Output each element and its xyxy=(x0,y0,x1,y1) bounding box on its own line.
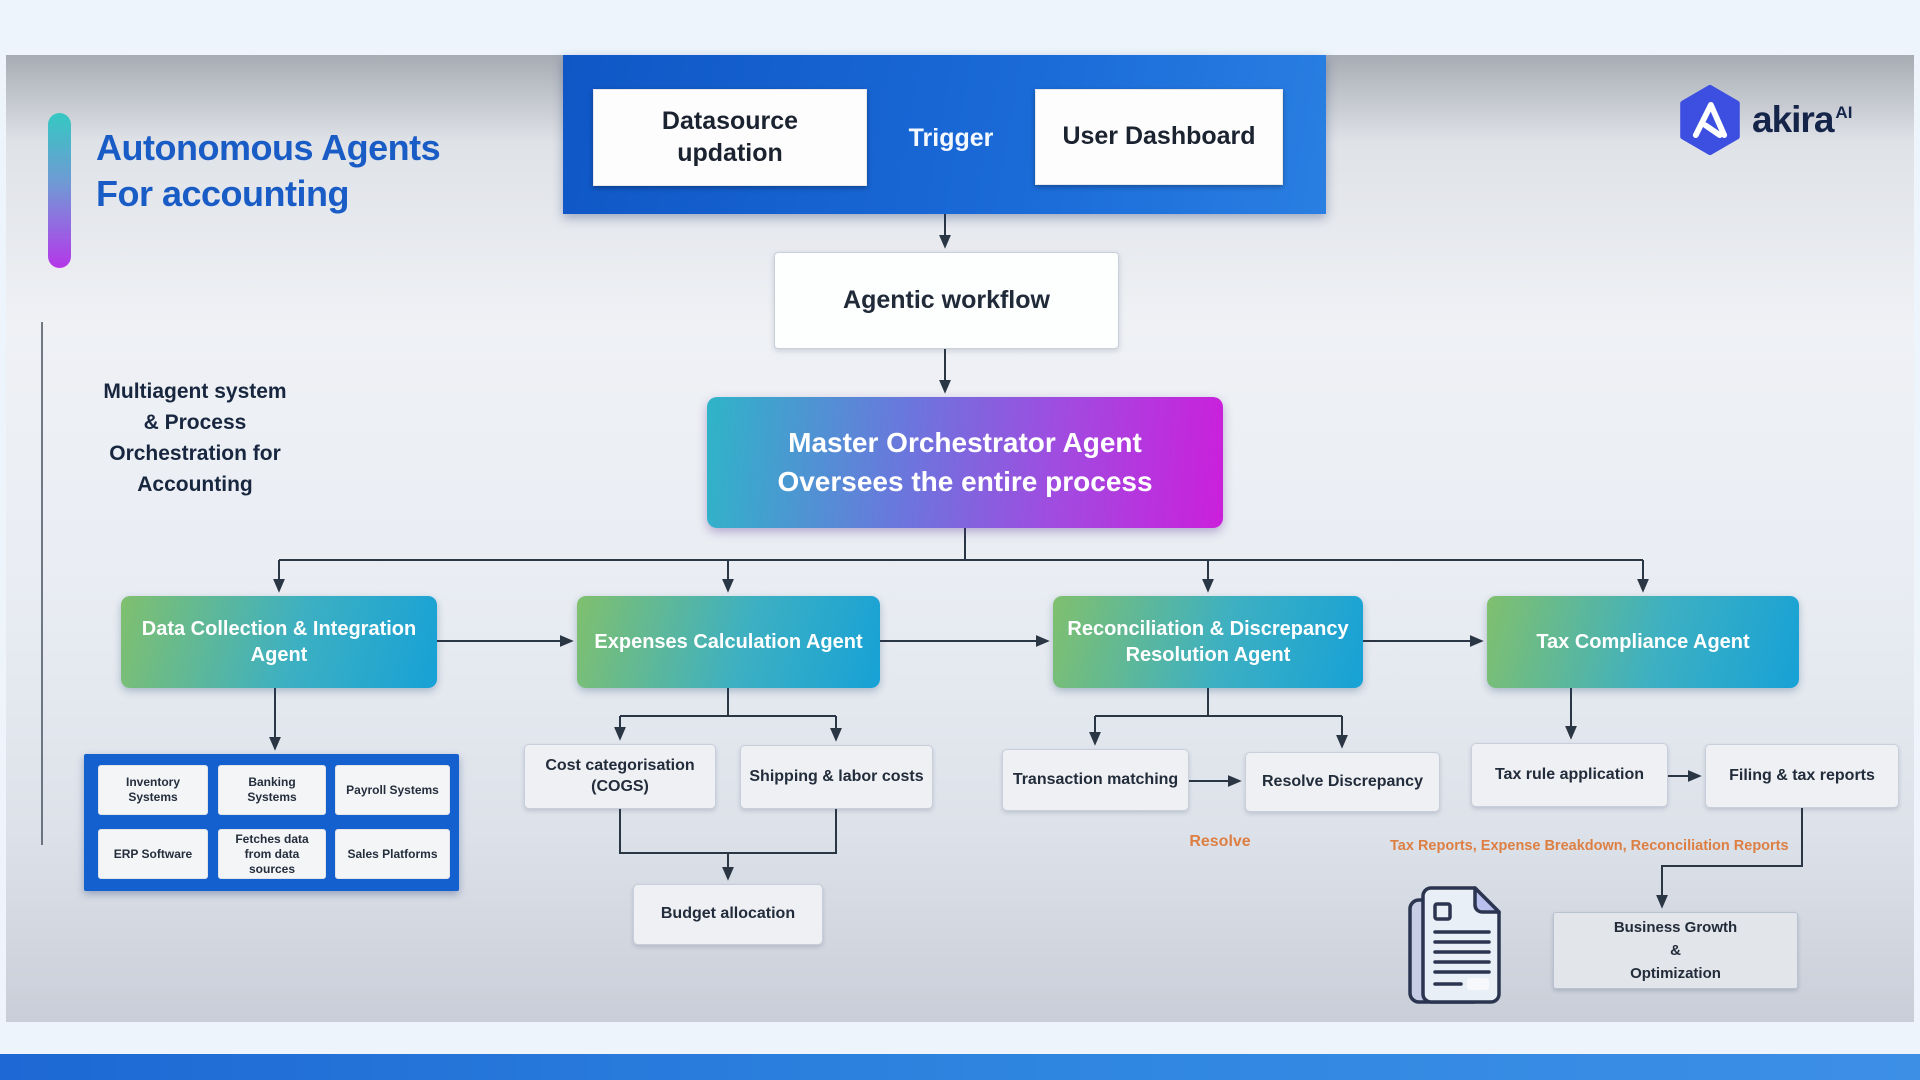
data-source-cell: Sales Platforms xyxy=(335,829,450,879)
brand-hexagon-icon xyxy=(1680,84,1740,156)
budget-allocation-box: Budget allocation xyxy=(633,884,823,945)
transaction-matching-box: Transaction matching xyxy=(1002,749,1189,811)
shipping-labor-box: Shipping & labor costs xyxy=(740,745,933,809)
agent-box-data-collection: Data Collection & Integration Agent xyxy=(121,596,437,688)
accent-bar xyxy=(48,113,71,268)
trigger-label: Trigger xyxy=(908,123,994,152)
page-title-line1: Autonomous Agents xyxy=(96,127,441,168)
tax-rule-box: Tax rule application xyxy=(1471,743,1668,807)
cost-categorisation-box: Cost categorisation (COGS) xyxy=(524,744,716,809)
data-source-cell: Payroll Systems xyxy=(335,765,450,815)
side-note-line3: Orchestration for xyxy=(109,442,281,466)
side-note-line2: & Process xyxy=(143,411,247,435)
data-source-cell: Inventory Systems xyxy=(98,765,208,815)
agent-box-reconciliation: Reconciliation & Discrepancy Resolution … xyxy=(1053,596,1363,688)
page-title-line2: For accounting xyxy=(96,173,350,215)
page-title: Autonomous Agents For accounting xyxy=(96,125,566,217)
business-line1: Business Growth xyxy=(1613,918,1738,936)
documents-icon xyxy=(1408,886,1501,1004)
side-note-line4: Accounting xyxy=(137,473,253,497)
brand-suffix: AI xyxy=(1835,103,1853,122)
side-note: Multiagent system & Process Orchestratio… xyxy=(70,376,320,500)
side-note-line1: Multiagent system xyxy=(103,380,287,403)
business-line3: Optimization xyxy=(1630,965,1721,983)
business-line2: & xyxy=(1670,941,1681,959)
datasource-box: Datasource updation xyxy=(593,89,867,186)
filing-reports-box: Filing & tax reports xyxy=(1705,744,1899,808)
data-sources-panel: Inventory Systems Banking Systems Payrol… xyxy=(84,754,459,891)
agent-box-tax: Tax Compliance Agent xyxy=(1487,596,1799,688)
dashboard-box: User Dashboard xyxy=(1035,89,1283,185)
reports-note: Tax Reports, Expense Breakdown, Reconcil… xyxy=(1390,838,1789,854)
master-line1: Master Orchestrator Agent xyxy=(788,426,1142,458)
data-source-cell: Banking Systems xyxy=(218,765,326,815)
resolve-label: Resolve xyxy=(1189,833,1251,850)
master-orchestrator-box: Master Orchestrator Agent Oversees the e… xyxy=(707,397,1223,528)
master-line2: Oversees the entire process xyxy=(777,465,1153,497)
datasource-label: Datasource updation xyxy=(661,107,799,167)
agent-box-expenses: Expenses Calculation Agent xyxy=(577,596,880,688)
bottom-bar xyxy=(0,1054,1920,1080)
data-source-cell: Fetches data from data sources xyxy=(218,829,326,879)
brand-name: akira xyxy=(1752,99,1834,140)
agentic-workflow-box: Agentic workflow xyxy=(774,252,1119,349)
data-source-cell: ERP Software xyxy=(98,829,208,879)
business-growth-box: Business Growth & Optimization xyxy=(1553,912,1798,989)
resolve-discrepancy-box: Resolve Discrepancy xyxy=(1245,752,1440,812)
